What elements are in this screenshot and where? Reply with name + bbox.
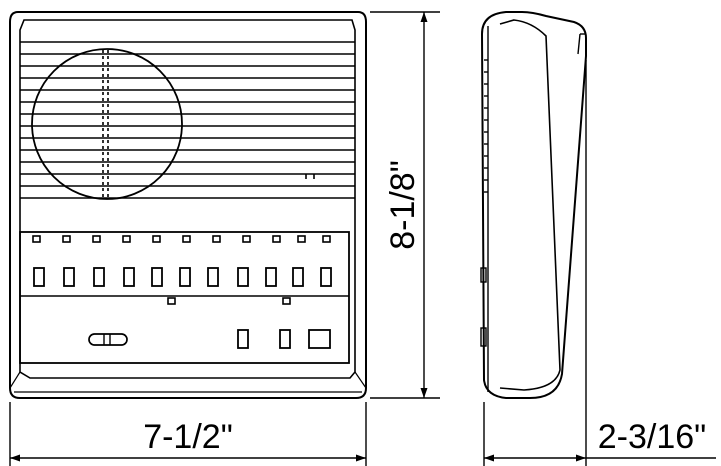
depth-label: 2-3/16": [598, 418, 706, 456]
status-indicator-left: [167, 297, 176, 305]
height-label: 8-1/8": [384, 160, 422, 250]
function-button-1: [237, 329, 249, 349]
front-view: [9, 11, 367, 399]
status-indicator-right: [282, 297, 291, 305]
width-label: 7-1/2": [143, 418, 233, 456]
indicator-lamp-row: [32, 235, 331, 243]
station-button-row: [33, 267, 332, 287]
side-bevel-line: [499, 19, 561, 391]
side-control-upper: [480, 267, 487, 283]
side-housing-outline: [480, 11, 587, 399]
side-control-lower: [480, 327, 487, 347]
slide-switch: [88, 333, 128, 346]
speaker-outline: [31, 48, 183, 200]
front-face-bevel: [19, 19, 356, 379]
control-panel: [19, 231, 350, 364]
side-view: [480, 11, 587, 399]
dimension-lines: [9, 11, 716, 466]
front-housing-outline: [9, 11, 367, 399]
speaker-grille: [20, 41, 355, 199]
side-grille-ticks: [484, 59, 488, 193]
function-button-2: [279, 329, 291, 349]
talk-button: [308, 329, 331, 349]
